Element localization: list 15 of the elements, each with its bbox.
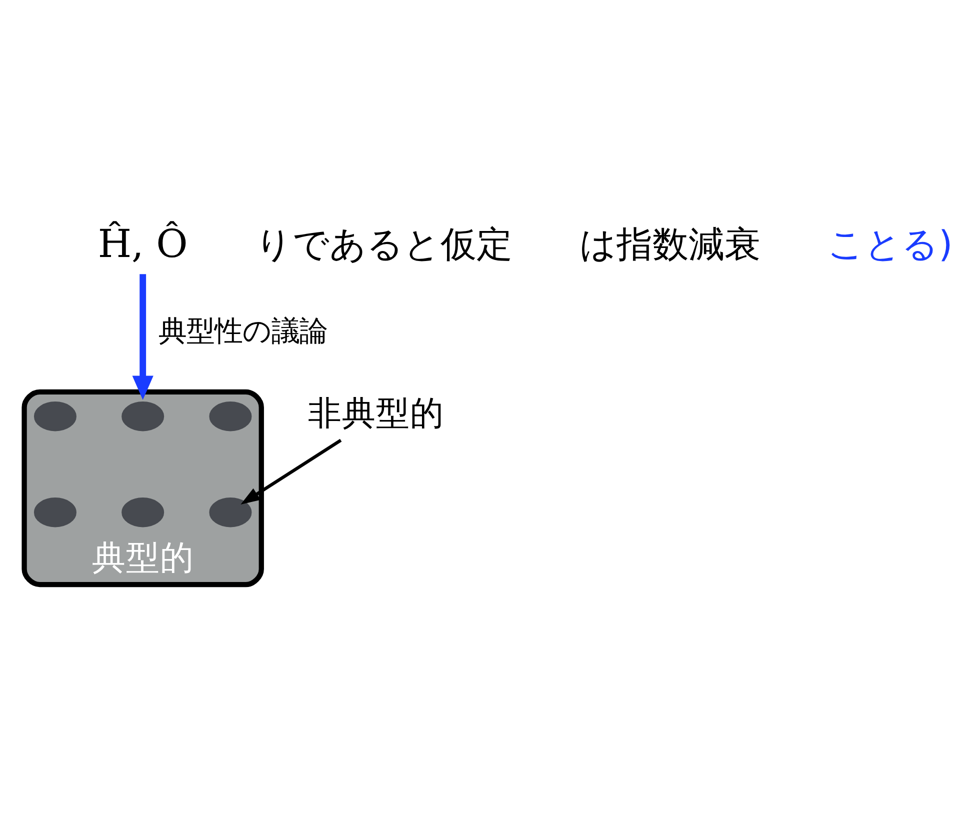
node-circle — [122, 401, 164, 431]
label: りであると仮定 — [255, 222, 512, 265]
node-text: 非典型的 — [308, 392, 444, 432]
node-circle — [209, 401, 252, 431]
cluster: 典型的 — [22, 388, 264, 587]
node-circle — [34, 401, 76, 431]
node-circle — [34, 497, 76, 527]
node-circle — [122, 497, 164, 527]
node-circle — [209, 497, 252, 527]
arrow — [240, 438, 342, 504]
arrow — [132, 274, 154, 400]
node-text: Ĥ, Ô — [98, 222, 188, 267]
label: ことる) — [828, 222, 953, 265]
label: は指数減衰 — [579, 222, 760, 265]
edge-label: 典型性の議論 — [158, 314, 328, 347]
